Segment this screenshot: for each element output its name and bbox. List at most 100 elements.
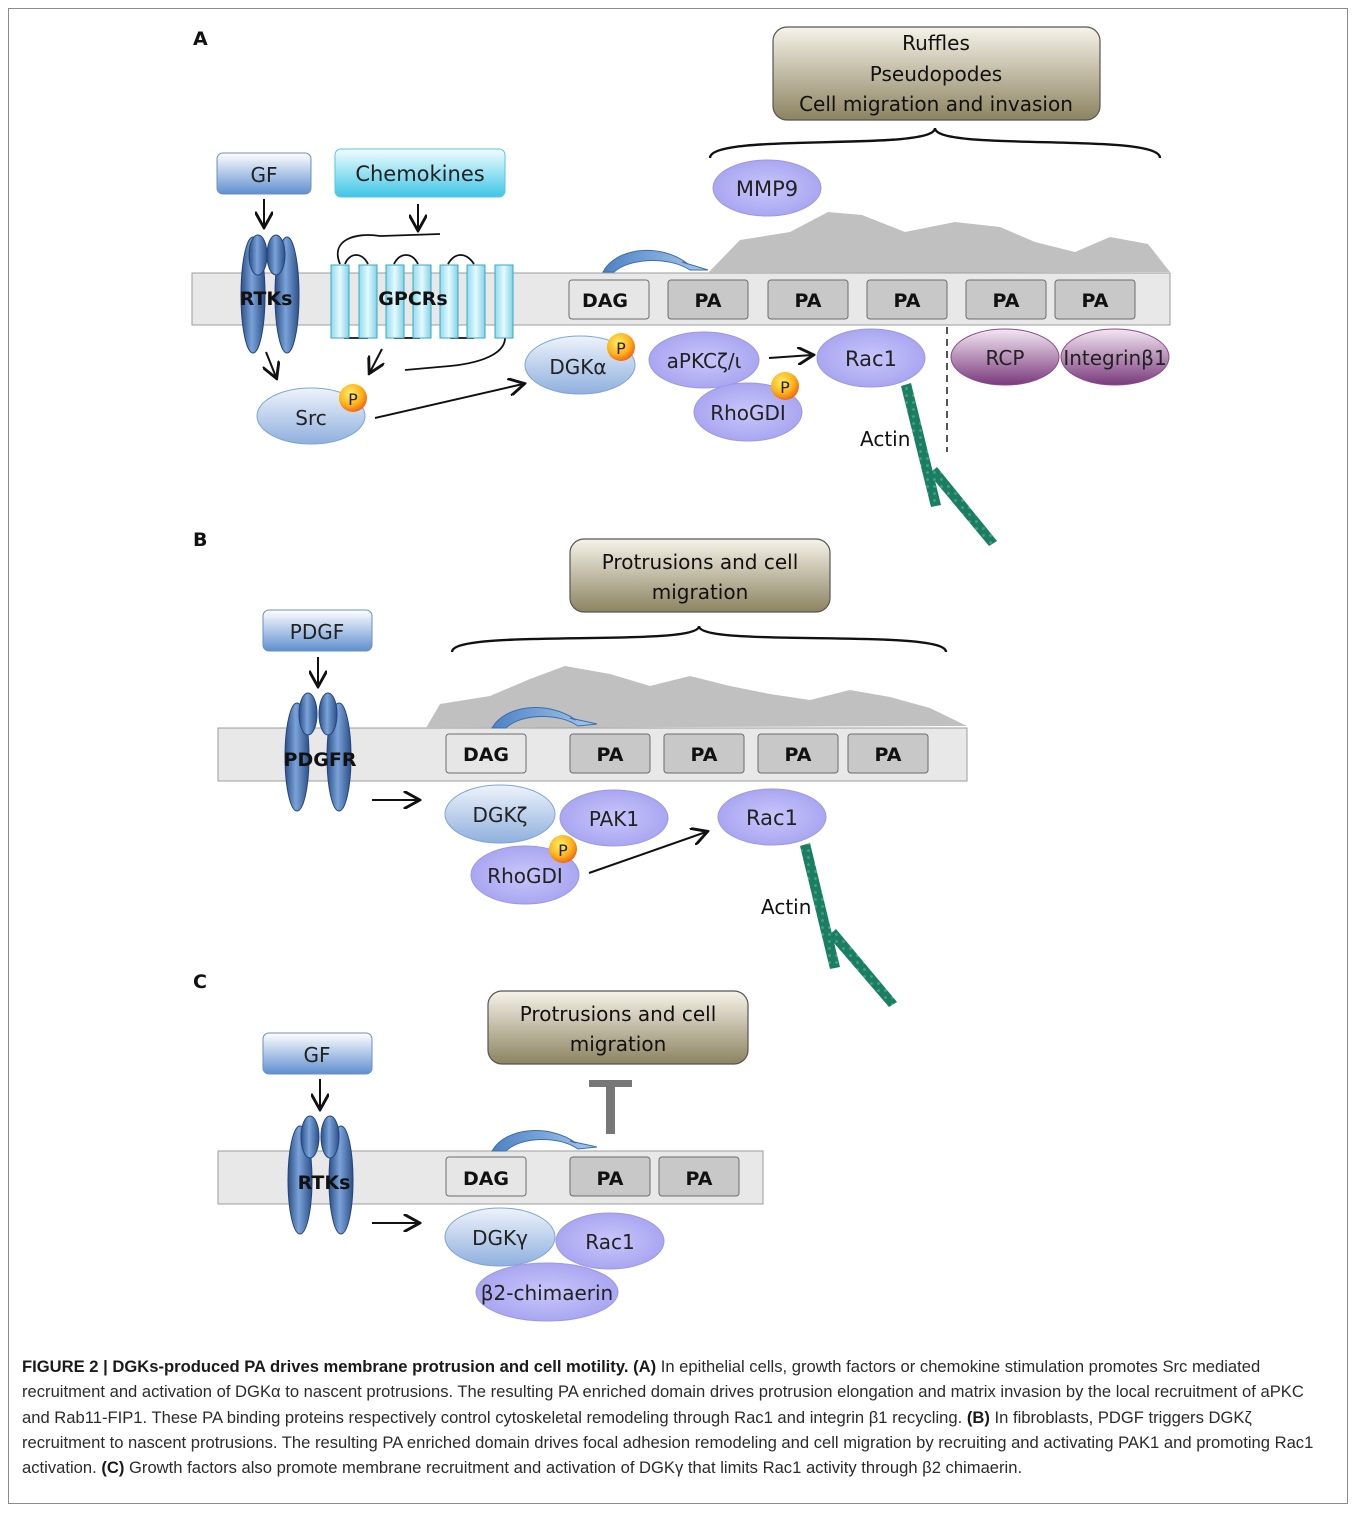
pa-box-b2: PA <box>663 733 745 774</box>
svg-text:DAG: DAG <box>463 744 509 766</box>
dag-box-b: DAG <box>445 733 527 774</box>
pa-box-a3: PA <box>866 279 948 320</box>
rtks-label-a: RTKs <box>240 288 293 310</box>
outcome-a-line1: Ruffles <box>902 31 970 55</box>
rcp-oval-a: RCP <box>950 328 1060 386</box>
svg-text:Protrusions and cell: Protrusions and cell <box>602 550 799 574</box>
svg-text:PA: PA <box>695 290 722 312</box>
actin-filament-a: Actin <box>860 383 997 546</box>
arrow-src-dgk-a <box>374 384 523 419</box>
dag-box-a: DAG <box>568 279 650 320</box>
svg-text:migration: migration <box>570 1032 667 1056</box>
svg-text:Src: Src <box>295 406 326 430</box>
rhogdi-oval-a: RhoGDI P <box>693 372 803 442</box>
mmp9-oval-a: MMP9 <box>712 159 822 217</box>
caption-b-text: In fibroblasts, PDGF triggers DGKζ recru… <box>22 1407 1314 1478</box>
inhibition-symbol-c <box>589 1080 632 1134</box>
svg-text:PA: PA <box>597 1168 624 1190</box>
caption-c-text: Growth factors also promote membrane rec… <box>129 1458 1023 1478</box>
svg-text:DAG: DAG <box>463 1168 509 1190</box>
dgk-zeta-oval-b: DGKζ <box>444 784 556 844</box>
caption-b-label: (B) <box>966 1407 990 1427</box>
panel-c: C Protrusions and cell migration GF RTKs <box>193 971 764 1322</box>
arrow-gpcr-src-a <box>370 348 382 372</box>
brace-b <box>450 625 948 653</box>
svg-text:migration: migration <box>652 580 749 604</box>
pdgfr-receptor-b: PDGFR <box>284 692 357 812</box>
outcome-a-line2: Pseudopodes <box>870 62 1002 86</box>
pa-box-b4: PA <box>847 733 929 774</box>
outcome-box-a: Ruffles Pseudopodes Cell migration and i… <box>772 26 1101 121</box>
caption-c-label: (C) <box>101 1458 125 1478</box>
arrow-rtk-src-a <box>266 351 276 377</box>
svg-text:PA: PA <box>894 290 921 312</box>
pa-box-a2: PA <box>767 279 849 320</box>
phospho-rhogdi-b: P <box>558 841 568 860</box>
outcome-box-b: Protrusions and cell migration <box>569 538 831 613</box>
rtks-label-c: RTKs <box>298 1172 351 1194</box>
dgk-gamma-oval-c: DGKγ <box>444 1207 556 1267</box>
svg-text:aPKCζ/ι: aPKCζ/ι <box>667 349 742 373</box>
dag-box-c: DAG <box>445 1156 527 1197</box>
svg-text:PA: PA <box>691 744 718 766</box>
chimaerin-oval-c: β2-chimaerin <box>475 1262 619 1322</box>
svg-text:Rac1: Rac1 <box>585 1230 634 1254</box>
svg-text:DGKα: DGKα <box>549 355 606 379</box>
svg-text:Rac1: Rac1 <box>746 806 798 830</box>
rtk-receptor-a: RTKs <box>240 234 300 354</box>
rtk-receptor-c: RTKs <box>287 1115 354 1235</box>
protrusion-a <box>708 212 1170 273</box>
arrow-apkc-rac1-a <box>768 355 812 358</box>
svg-text:RhoGDI: RhoGDI <box>487 864 563 888</box>
actin-label-a: Actin <box>860 427 910 451</box>
conversion-arrow-a <box>602 249 709 273</box>
outcome-a-line3: Cell migration and invasion <box>799 92 1073 116</box>
panel-a: A Ruffles Pseudopodes Cell migration and… <box>191 26 1171 546</box>
svg-text:PA: PA <box>1082 290 1109 312</box>
svg-text:GF: GF <box>250 163 277 187</box>
phospho-src-a: P <box>348 390 358 409</box>
phospho-dgk-a: P <box>616 339 626 358</box>
svg-text:MMP9: MMP9 <box>736 177 798 201</box>
pdgf-box-b: PDGF <box>262 609 373 652</box>
rhogdi-oval-b: RhoGDI P <box>470 835 580 905</box>
svg-text:RCP: RCP <box>986 346 1025 370</box>
pdgfr-label-b: PDGFR <box>284 749 357 771</box>
panel-letter-b: B <box>193 529 207 551</box>
svg-text:PA: PA <box>597 744 624 766</box>
figure-caption: FIGURE 2 | DGKs-produced PA drives membr… <box>22 1354 1334 1480</box>
svg-text:DAG: DAG <box>582 290 628 312</box>
chemokines-box-a: Chemokines <box>334 148 506 198</box>
svg-text:Chemokines: Chemokines <box>355 162 484 186</box>
svg-text:β2-chimaerin: β2-chimaerin <box>481 1281 613 1305</box>
svg-text:Protrusions and cell: Protrusions and cell <box>520 1002 717 1026</box>
diagram: A Ruffles Pseudopodes Cell migration and… <box>191 26 1171 1322</box>
gpcr-receptor-a: GPCRs <box>330 233 514 371</box>
gpcrs-label-a: GPCRs <box>378 288 447 310</box>
phospho-rhogdi-a: P <box>780 378 790 397</box>
caption-title: FIGURE 2 | DGKs-produced PA drives membr… <box>22 1357 629 1376</box>
pa-box-c1: PA <box>569 1156 651 1197</box>
caption-a-label: (A) <box>633 1357 657 1376</box>
svg-text:DGKζ: DGKζ <box>473 803 528 827</box>
conversion-arrow-c <box>491 1130 598 1152</box>
svg-text:GF: GF <box>303 1043 330 1067</box>
svg-text:Integrinβ1: Integrinβ1 <box>1063 346 1166 370</box>
svg-text:PA: PA <box>795 290 822 312</box>
rac1-oval-c: Rac1 <box>555 1212 665 1270</box>
caption-a-text: In epithelial cells, growth factors or c… <box>22 1357 1304 1427</box>
svg-text:PA: PA <box>686 1168 713 1190</box>
arrow-rhogdi-rac1-b <box>588 832 706 874</box>
figure-frame <box>8 8 1348 1504</box>
panel-letter-c: C <box>193 971 207 993</box>
dgk-alpha-oval-a: DGKα P <box>524 333 636 395</box>
svg-text:PA: PA <box>785 744 812 766</box>
pa-box-a1: PA <box>667 279 749 320</box>
rac1-oval-b: Rac1 <box>717 788 827 846</box>
svg-text:Rac1: Rac1 <box>845 347 897 371</box>
pa-box-a4: PA <box>965 279 1047 320</box>
integrin-oval-a: Integrinβ1 <box>1060 328 1170 386</box>
apkc-oval-a: aPKCζ/ι <box>648 331 760 389</box>
pa-box-c2: PA <box>658 1156 740 1197</box>
conversion-arrow-b <box>491 707 598 729</box>
